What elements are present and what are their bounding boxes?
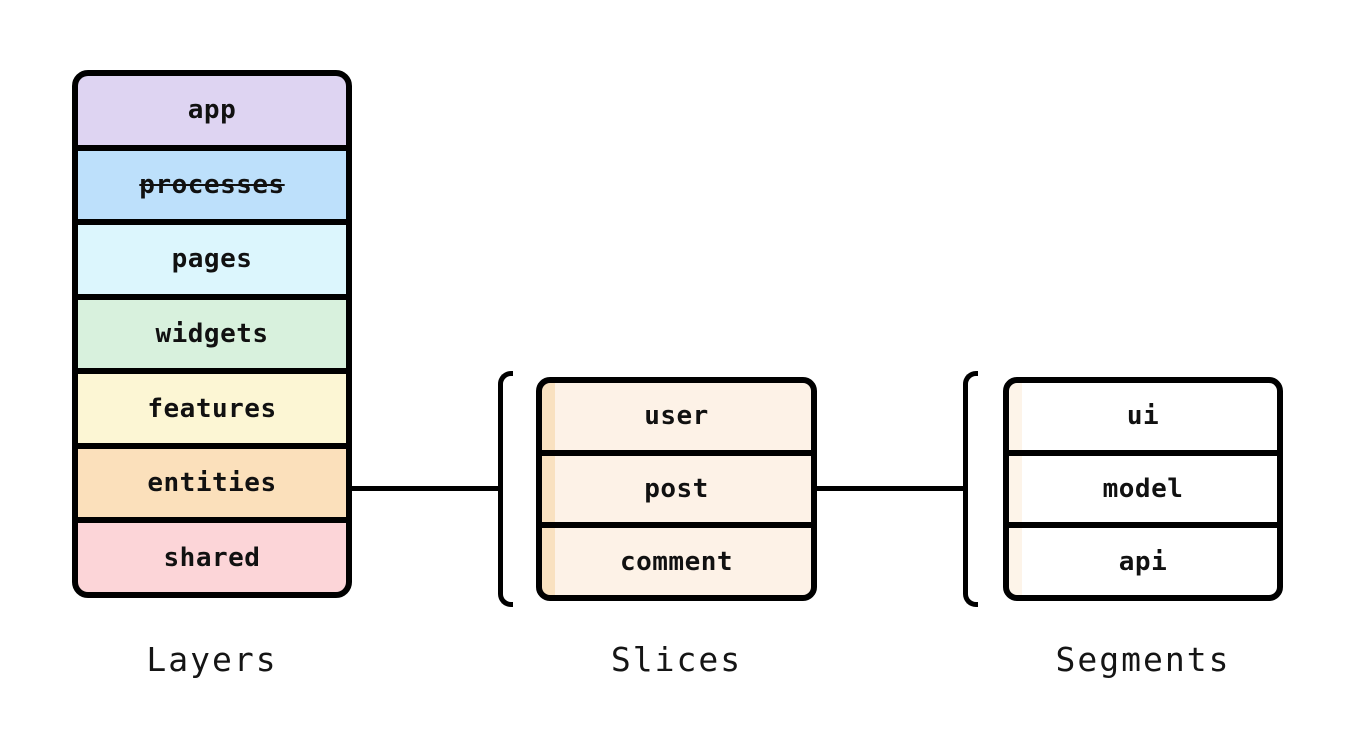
slices-open-bracket-icon <box>498 371 513 607</box>
layers-stack: app processes pages widgets features entities… <box>72 70 352 598</box>
layers-row-pages: pages <box>78 225 346 300</box>
layers-row-entities: entities <box>78 448 346 524</box>
layers-row-label-pages: pages <box>171 244 253 275</box>
layers-row-label-features: features <box>147 393 277 424</box>
layers-row-app: app <box>78 76 346 151</box>
layers-row-widgets: widgets <box>78 299 346 375</box>
slices-stack: user post comment <box>536 377 817 601</box>
slices-row-label-post: post <box>644 474 709 504</box>
segments-row-ui: ui <box>1009 383 1277 456</box>
layers-label: Layers <box>146 640 278 679</box>
segments-open-bracket-icon <box>963 371 978 607</box>
layers-row-label-processes: processes <box>139 169 285 200</box>
connector-entities-to-slices <box>352 486 500 491</box>
segments-row-label-api: api <box>1118 546 1168 577</box>
slices-row-label-comment: comment <box>619 546 734 577</box>
segments-row-api: api <box>1009 528 1277 595</box>
layers-row-label-app: app <box>187 95 237 126</box>
segments-row-label-model: model <box>1102 474 1184 504</box>
layers-row-label-entities: entities <box>147 468 277 499</box>
layers-row-shared: shared <box>78 523 346 592</box>
segments-row-model: model <box>1009 455 1277 529</box>
layers-row-processes: processes <box>78 150 346 226</box>
layers-row-label-widgets: widgets <box>155 319 269 350</box>
segments-label: Segments <box>1055 640 1231 679</box>
layers-row-features: features <box>78 374 346 449</box>
segments-stack: ui model api <box>1003 377 1283 601</box>
slices-row-user: user <box>542 383 811 456</box>
slices-label: Slices <box>610 640 743 679</box>
segments-row-label-ui: ui <box>1126 401 1160 432</box>
layers-row-label-shared: shared <box>163 542 261 573</box>
connector-slices-to-segments <box>816 486 965 491</box>
slices-row-comment: comment <box>542 528 811 595</box>
slices-row-label-user: user <box>644 401 709 432</box>
slices-row-post: post <box>542 455 811 529</box>
